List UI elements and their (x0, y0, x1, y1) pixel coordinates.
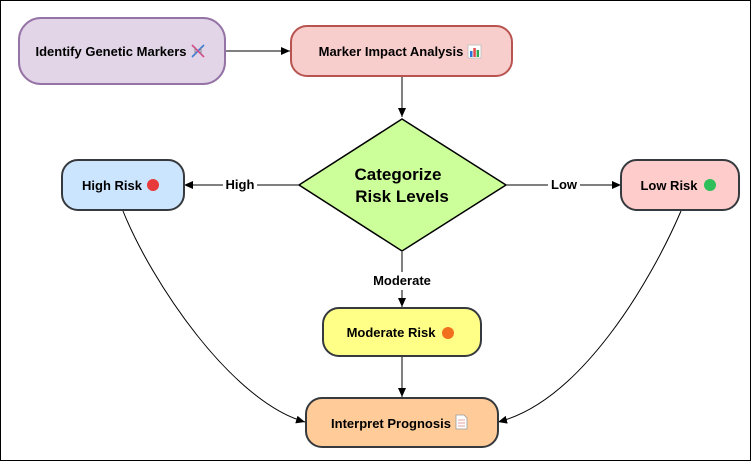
node-impact-label: Marker Impact Analysis (319, 44, 464, 59)
node-moderate-risk[interactable]: Moderate Risk (322, 307, 482, 357)
red-circle-icon (147, 179, 159, 191)
node-identify-genetic-markers[interactable]: Identify Genetic Markers (18, 17, 226, 85)
node-interpret-prognosis[interactable]: Interpret Prognosis (305, 397, 499, 448)
bar-chart-icon (467, 44, 482, 59)
edge-label-high: High (226, 177, 255, 192)
node-marker-impact-analysis[interactable]: Marker Impact Analysis (290, 25, 513, 77)
green-circle-icon (704, 179, 716, 191)
node-categorize-line2: Risk Levels (355, 187, 449, 206)
node-prognosis-label: Interpret Prognosis (331, 416, 451, 431)
dna-icon (191, 44, 205, 58)
node-categorize-line1: Categorize (355, 165, 442, 184)
node-moderate-label: Moderate Risk (347, 325, 437, 340)
edge-high-to-prognosis (122, 210, 306, 424)
node-low-label: Low Risk (640, 178, 698, 193)
node-categorize-risk-levels[interactable]: Categorize Risk Levels (297, 118, 508, 252)
node-high-label: High Risk (82, 178, 143, 193)
document-icon (455, 414, 468, 430)
node-identify-label: Identify Genetic Markers (36, 44, 187, 59)
edge-labels: High Low Moderate (223, 176, 580, 290)
edge-low-to-prognosis (497, 210, 682, 424)
node-low-risk[interactable]: Low Risk (620, 159, 740, 211)
orange-circle-icon (442, 327, 454, 339)
edge-label-low: Low (551, 177, 578, 192)
node-high-risk[interactable]: High Risk (61, 159, 185, 211)
edge-label-moderate: Moderate (373, 273, 431, 288)
